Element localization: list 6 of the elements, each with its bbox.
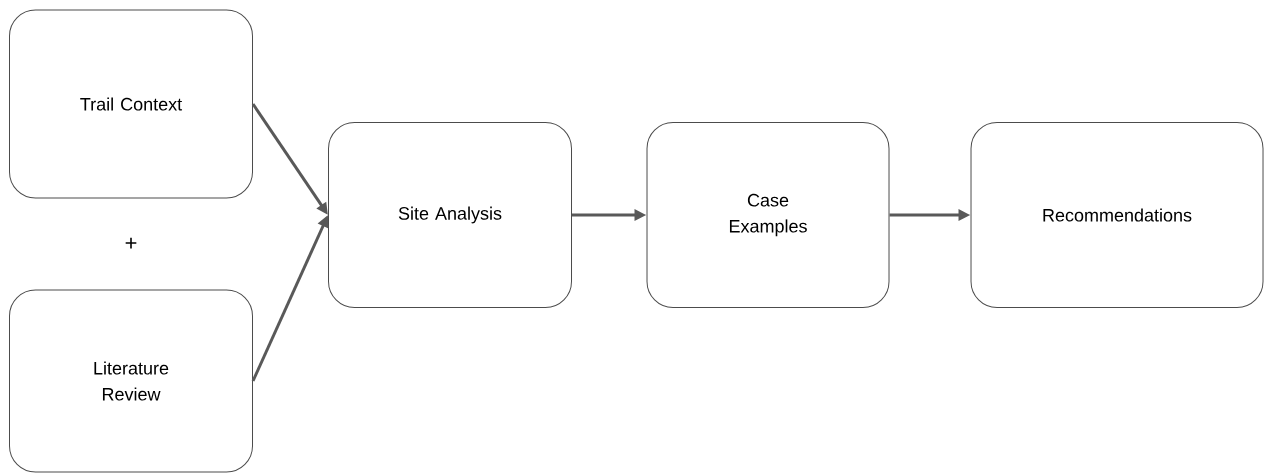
process-box: Literature Review <box>9 289 253 473</box>
plus-sign: + <box>125 237 137 249</box>
process-box: Case Examples <box>646 122 890 308</box>
process-box: Site Analysis <box>328 122 572 308</box>
process-box: Recommendations <box>970 122 1264 308</box>
process-box: Trail Context <box>9 9 253 199</box>
